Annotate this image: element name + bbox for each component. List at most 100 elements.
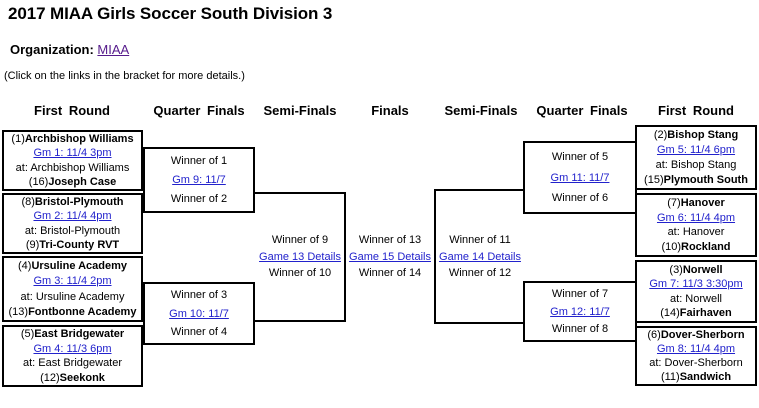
winner-slot: Winner of 3 [170, 289, 228, 302]
winner-slot: Winner of 2 [170, 193, 228, 205]
organization-link[interactable]: MIAA [97, 42, 130, 57]
column-header-first-round-left: First Round [34, 103, 110, 118]
game-1-link[interactable]: Gm 1: 11/4 3pm [33, 147, 112, 160]
game-13-link[interactable]: Game 13 Details [259, 250, 341, 263]
first-round-match-3: (4)Ursuline Academy Gm 3: 11/4 2pm at: U… [2, 256, 143, 322]
team-seed-line: (16)Joseph Case [29, 175, 116, 189]
team-seed: (4) [17, 260, 32, 273]
team-seed: (1) [11, 133, 25, 146]
team-name: Bishop Stang [667, 129, 739, 141]
team-seed-line: (11)Sandwich [661, 370, 731, 384]
winner-slot: Winner of 11 [449, 234, 511, 247]
game-location: at: Bishop Stang [655, 159, 737, 171]
team-name: Archbishop Williams [24, 133, 134, 146]
column-header-first-round-right: First Round [658, 103, 734, 118]
first-round-match-5: (2)Bishop Stang Gm 5: 11/4 6pm at: Bisho… [635, 125, 757, 190]
quarter-final-game-12: Winner of 7 Gm 12: 11/7 Winner of 8 [523, 281, 637, 342]
winner-slot: Winner of 10 [268, 266, 332, 279]
team-seed: (12) [40, 371, 60, 384]
game-2-link[interactable]: Gm 2: 11/4 4pm [33, 210, 112, 223]
column-header-finals: Finals [371, 103, 409, 118]
first-round-match-2: (8)Bristol-Plymouth Gm 2: 11/4 4pm at: B… [2, 193, 143, 254]
game-5-link[interactable]: Gm 5: 11/4 6pm [656, 144, 736, 156]
team-seed-line: (2)Bishop Stang [654, 128, 738, 142]
quarter-final-game-11: Winner of 5 Gm 11: 11/7 Winner of 6 [523, 141, 637, 214]
game-12-link[interactable]: Gm 12: 11/7 [550, 305, 610, 318]
game-4-link[interactable]: Gm 4: 11/3 6pm [33, 342, 112, 355]
winner-slot: Winner of 7 [551, 287, 609, 300]
winner-slot: Winner of 4 [170, 325, 228, 338]
game-3-link[interactable]: Gm 3: 11/4 2pm [33, 275, 112, 288]
game-7-link[interactable]: Gm 7: 11/3 3:30pm [649, 278, 743, 291]
team-seed-line: (3)Norwell [669, 263, 722, 277]
team-seed: (13) [8, 305, 29, 318]
team-seed-line: (8)Bristol-Plymouth [21, 195, 123, 209]
first-round-match-4: (5)East Bridgewater Gm 4: 11/3 6pm at: E… [2, 325, 143, 387]
team-name: Tri-County RVT [39, 238, 120, 251]
game-9-link[interactable]: Gm 9: 11/7 [172, 174, 226, 186]
bracket-connector-right-semifinal-vertical [434, 189, 436, 324]
team-name: Norwell [682, 263, 723, 276]
team-seed: (10) [661, 241, 682, 254]
quarter-final-game-9: Winner of 1 Gm 9: 11/7 Winner of 2 [143, 147, 255, 213]
team-name: Sandwich [679, 371, 732, 383]
team-seed-line: (5)East Bridgewater [21, 327, 124, 341]
winner-slot: Winner of 5 [551, 150, 609, 163]
first-round-match-7: (3)Norwell Gm 7: 11/3 3:30pm at: Norwell… [635, 260, 757, 323]
game-14-link[interactable]: Game 14 Details [439, 250, 521, 263]
team-seed: (7) [667, 196, 681, 209]
winner-slot: Winner of 13 [358, 234, 422, 247]
team-seed-line: (4)Ursuline Academy [18, 259, 127, 273]
bracket-connector-left-qf2 [253, 320, 346, 322]
team-name: Dover-Sherborn [660, 329, 745, 341]
semi-final-game-13: Winner of 9 Game 13 Details Winner of 10 [256, 232, 344, 282]
team-name: East Bridgewater [34, 328, 125, 341]
column-header-semi-finals-left: Semi-Finals [263, 103, 337, 118]
game-15-link[interactable]: Game 15 Details [349, 250, 431, 263]
team-seed-line: (10)Rockland [661, 240, 730, 254]
final-game-15: Winner of 13 Game 15 Details Winner of 1… [347, 232, 433, 282]
team-name: Ursuline Academy [31, 260, 128, 273]
team-name: Joseph Case [48, 175, 117, 188]
team-seed: (16) [28, 175, 49, 188]
team-name: Rockland [681, 241, 731, 254]
team-seed-line: (6)Dover-Sherborn [647, 328, 744, 342]
first-round-match-6: (7)Hanover Gm 6: 11/4 4pm at: Hanover (1… [635, 193, 757, 257]
team-seed-line: (14)Fairhaven [660, 306, 732, 320]
team-seed: (5) [20, 328, 35, 341]
column-header-semi-finals-right: Semi-Finals [444, 103, 518, 118]
team-seed: (8) [21, 196, 35, 209]
team-seed: (3) [669, 263, 683, 276]
team-seed: (9) [25, 238, 40, 251]
game-location: at: East Bridgewater [22, 357, 123, 370]
team-seed-line: (13)Fontbonne Academy [9, 305, 137, 319]
page-title: 2017 MIAA Girls Soccer South Division 3 [8, 4, 333, 23]
winner-slot: Winner of 1 [170, 155, 228, 167]
team-seed: (15) [644, 174, 664, 186]
game-8-link[interactable]: Gm 8: 11/4 4pm [656, 343, 736, 355]
team-seed-line: (9)Tri-County RVT [26, 238, 119, 252]
first-round-match-1: (1)Archbishop Williams Gm 1: 11/4 3pm at… [2, 130, 143, 191]
bracket-connector-right-qf1 [434, 189, 525, 191]
team-seed-line: (1)Archbishop Williams [11, 132, 133, 146]
game-location: at: Norwell [670, 292, 722, 305]
game-location: at: Archbishop Williams [15, 161, 130, 174]
team-seed: (6) [647, 329, 661, 341]
organization-line: Organization: MIAA [10, 42, 129, 57]
game-location: at: Dover-Sherborn [649, 357, 743, 369]
game-10-link[interactable]: Gm 10: 11/7 [169, 307, 229, 320]
column-header-quarter-finals-left: Quarter Finals [153, 103, 245, 118]
bracket-connector-left-qf1 [253, 192, 346, 194]
winner-slot: Winner of 12 [448, 266, 512, 279]
team-name: Fontbonne Academy [28, 305, 137, 318]
team-seed-line: (7)Hanover [667, 196, 724, 210]
team-name: Plymouth South [663, 174, 748, 186]
team-name: Hanover [680, 196, 725, 209]
game-6-link[interactable]: Gm 6: 11/4 4pm [656, 211, 736, 224]
semi-final-game-14: Winner of 11 Game 14 Details Winner of 1… [437, 232, 523, 282]
winner-slot: Winner of 6 [551, 192, 609, 205]
team-seed: (2) [653, 129, 668, 141]
game-11-link[interactable]: Gm 11: 11/7 [550, 171, 610, 184]
team-name: Bristol-Plymouth [34, 196, 124, 209]
organization-label: Organization: [10, 42, 94, 57]
